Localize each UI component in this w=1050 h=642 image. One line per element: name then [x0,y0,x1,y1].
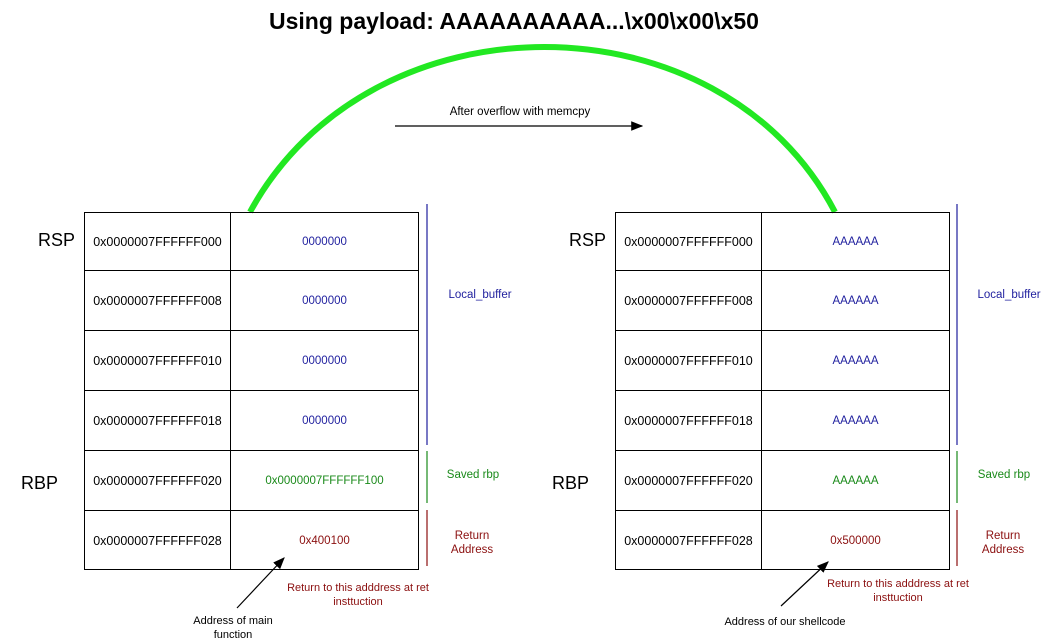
stack-address: 0x0000007FFFFFF010 [85,331,231,390]
left-stack-row: 0x0000007FFFFFF028 0x400100 [85,510,418,570]
left-return-note: Return to this adddress at ret insttucti… [287,582,429,608]
left-pointer-note: Address of main function [193,615,273,641]
right-rsp-label: RSP [569,230,607,250]
right-return-note: Return to this adddress at ret insttucti… [827,578,969,604]
stack-value: 0000000 [302,414,347,427]
diagram-title: Using payload: AAAAAAAAAA...\x00\x00\x50 [269,8,759,34]
stack-value: AAAAAA [832,474,879,487]
stack-value: 0000000 [302,354,347,367]
stack-address: 0x0000007FFFFFF010 [616,331,762,390]
overflow-arc [247,44,838,214]
stack-address: 0x0000007FFFFFF008 [85,271,231,330]
left-return-address-label: Return Address [450,530,494,556]
left-saved-rbp-label: Saved rbp [446,469,500,481]
stack-address: 0x0000007FFFFFF018 [616,391,762,450]
left-rbp-label: RBP [21,473,59,493]
stack-address: 0x0000007FFFFFF018 [85,391,231,450]
left-pointer-arrow [236,557,285,609]
right-stack-table: 0x0000007FFFFFF000 AAAAAA 0x0000007FFFFF… [615,212,950,570]
right-stack-row: 0x0000007FFFFFF010 AAAAAA [616,330,949,390]
right-stack-row: 0x0000007FFFFFF020 AAAAAA [616,450,949,510]
stack-value: 0x0000007FFFFFF100 [265,474,384,487]
left-stack-row: 0x0000007FFFFFF000 0000000 [85,213,418,270]
stack-value: 0x500000 [830,534,881,547]
left-local-buffer-label: Local_buffer [448,289,512,301]
stack-address: 0x0000007FFFFFF020 [616,451,762,510]
right-return-address-label: Return Address [981,530,1025,556]
left-stack-table: 0x0000007FFFFFF000 0000000 0x0000007FFFF… [84,212,419,570]
left-stack-row: 0x0000007FFFFFF008 0000000 [85,270,418,330]
left-stack-row: 0x0000007FFFFFF018 0000000 [85,390,418,450]
right-stack-row: 0x0000007FFFFFF000 AAAAAA [616,213,949,270]
stack-address: 0x0000007FFFFFF000 [616,213,762,270]
stack-value: AAAAAA [832,294,879,307]
right-stack-row: 0x0000007FFFFFF008 AAAAAA [616,270,949,330]
right-rbp-label: RBP [552,473,590,493]
overflow-label: After overflow with memcpy [449,106,591,118]
right-pointer-note: Address of our shellcode [724,616,846,628]
stack-value: AAAAAA [832,354,879,367]
left-stack-row: 0x0000007FFFFFF010 0000000 [85,330,418,390]
stack-address: 0x0000007FFFFFF008 [616,271,762,330]
stack-value: 0000000 [302,235,347,248]
stack-value: AAAAAA [832,235,879,248]
right-stack-row: 0x0000007FFFFFF018 AAAAAA [616,390,949,450]
stack-value: 0x400100 [299,534,350,547]
right-local-buffer-label: Local_buffer [977,289,1041,301]
stack-value: AAAAAA [832,414,879,427]
stack-address: 0x0000007FFFFFF028 [616,511,762,570]
stack-address: 0x0000007FFFFFF000 [85,213,231,270]
right-saved-rbp-label: Saved rbp [977,469,1031,481]
left-rsp-label: RSP [38,230,76,250]
stack-address: 0x0000007FFFFFF028 [85,511,231,570]
stack-value: 0000000 [302,294,347,307]
left-stack-row: 0x0000007FFFFFF020 0x0000007FFFFFF100 [85,450,418,510]
stack-address: 0x0000007FFFFFF020 [85,451,231,510]
right-stack-row: 0x0000007FFFFFF028 0x500000 [616,510,949,570]
